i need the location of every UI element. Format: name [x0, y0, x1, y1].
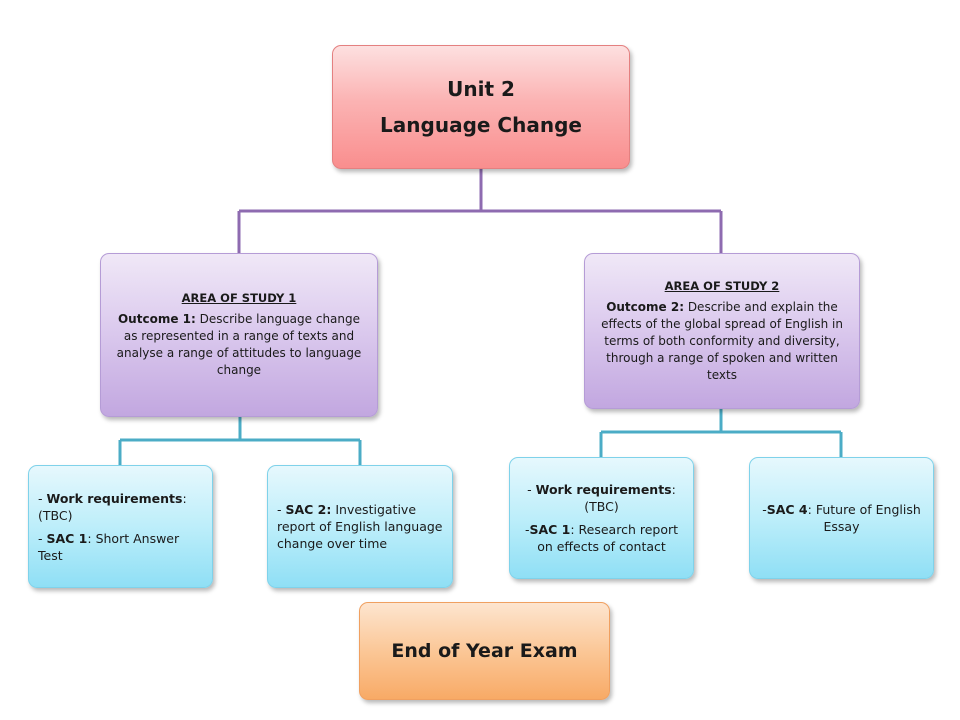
- root-connectors: [237, 169, 723, 253]
- root-to-areas-connector: [237, 169, 723, 253]
- area1-assessment-node-1: - Work requirements: (TBC) - SAC 1: Shor…: [28, 465, 213, 588]
- area2-assessment-node-2: -SAC 4: Future of English Essay: [749, 457, 934, 579]
- item-text: Investigative report of English language…: [277, 502, 443, 551]
- area1-to-leaves-connector: [118, 417, 362, 465]
- item-text: : (TBC): [38, 490, 187, 523]
- item-label: SAC 1: [46, 530, 88, 546]
- outcome-description: Outcome 1: Describe language change as r…: [113, 311, 365, 379]
- unit-number: Unit 2: [447, 77, 515, 101]
- unit-title-node: Unit 2 Language Change: [332, 45, 630, 169]
- assessment-item: - Work requirements: (TBC): [519, 481, 684, 515]
- item-prefix: -: [762, 502, 767, 517]
- assessment-item: -SAC 1: Research report on effects of co…: [519, 521, 684, 555]
- item-label: SAC 1: [529, 522, 571, 537]
- exam-title: End of Year Exam: [391, 640, 578, 662]
- item-label: SAC 2:: [285, 502, 332, 517]
- area-of-study-2-node: AREA OF STUDY 2 Outcome 2: Describe and …: [584, 253, 860, 409]
- item-text: : Future of English Essay: [807, 502, 921, 534]
- area2-to-leaves-connector: [599, 409, 843, 457]
- assessment-item: -SAC 4: Future of English Essay: [759, 501, 924, 535]
- area1-assessment-node-2: - SAC 2: Investigative report of English…: [267, 465, 453, 588]
- area-of-study-1-node: AREA OF STUDY 1 Outcome 1: Describe lang…: [100, 253, 378, 417]
- unit-name: Language Change: [380, 113, 582, 137]
- outcome-label: Outcome 2:: [606, 299, 684, 314]
- item-prefix: -: [524, 522, 530, 537]
- area-heading: AREA OF STUDY 1: [181, 291, 297, 305]
- assessment-item: - SAC 1: Short Answer Test: [38, 530, 203, 564]
- area-heading: AREA OF STUDY 2: [664, 278, 780, 293]
- item-text: : Short Answer Test: [38, 530, 180, 563]
- item-prefix: -: [38, 490, 47, 506]
- outcome-text: Describe and explain the effects of the …: [601, 299, 843, 382]
- assessment-item: - SAC 2: Investigative report of English…: [277, 501, 443, 552]
- outcome-text: Describe language change as represented …: [116, 312, 362, 377]
- end-of-year-exam-node: End of Year Exam: [359, 602, 610, 700]
- item-label: Work requirements: [535, 482, 672, 497]
- assessment-item: - Work requirements: (TBC): [38, 490, 203, 524]
- leaf-connectors: [118, 409, 843, 465]
- item-prefix: -: [527, 482, 536, 497]
- area2-assessment-node-1: - Work requirements: (TBC) -SAC 1: Resea…: [509, 457, 694, 579]
- item-prefix: -: [38, 530, 47, 546]
- item-label: SAC 4: [766, 502, 808, 517]
- outcome-description: Outcome 2: Describe and explain the effe…: [597, 299, 847, 384]
- item-text: : (TBC): [584, 482, 676, 514]
- outcome-label: Outcome 1:: [117, 312, 196, 326]
- item-prefix: -: [277, 502, 286, 517]
- item-label: Work requirements: [46, 490, 183, 506]
- item-text: : Research report on effects of contact: [537, 522, 679, 554]
